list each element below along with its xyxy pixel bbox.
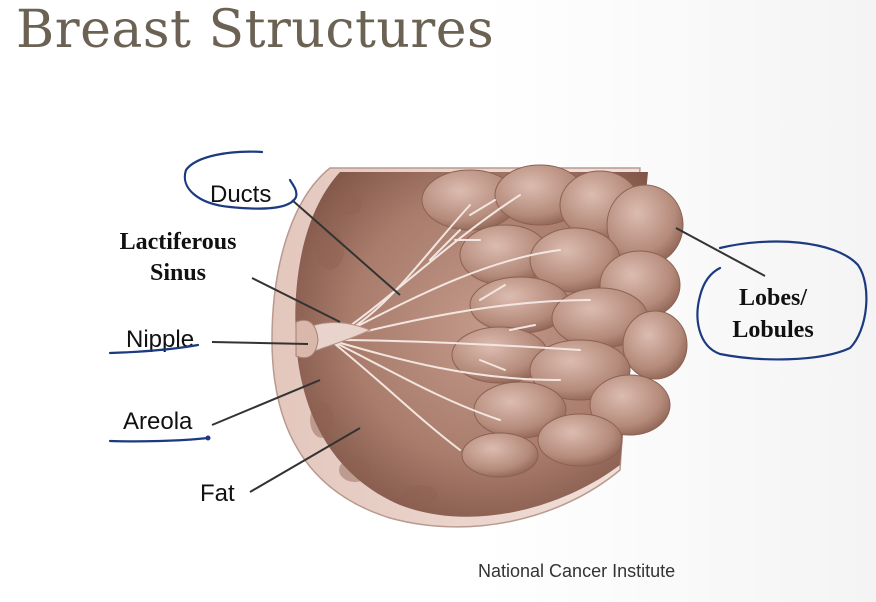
ink-dot-areola — [205, 435, 211, 441]
label-lactiferous-line1: Lactiferous — [120, 229, 237, 255]
label-areola: Areola — [123, 408, 193, 435]
ink-underline-nipple — [108, 343, 200, 355]
leader-areola — [211, 379, 321, 426]
ink-underline-areola — [108, 436, 210, 443]
label-ducts: Ducts — [210, 181, 271, 208]
leader-lactiferous — [251, 277, 341, 323]
lactiferous-sinus — [311, 322, 372, 353]
leader-fat — [249, 427, 361, 493]
label-lactiferous-line2: Sinus — [150, 260, 206, 286]
leader-lobes — [675, 227, 766, 277]
ink-circle-lobes — [696, 240, 868, 361]
label-lobes-line1: Lobes/ — [739, 285, 807, 311]
fat-texture — [310, 195, 438, 505]
label-lobes-line2: Lobules — [732, 317, 813, 343]
nipple-shape — [295, 319, 319, 359]
ink-circle-ducts — [183, 150, 298, 210]
slide-title: Breast Structures — [16, 0, 495, 60]
leader-ducts — [291, 199, 401, 296]
label-fat: Fat — [200, 480, 235, 507]
leader-nipple — [211, 341, 309, 345]
credit-text: National Cancer Institute — [478, 561, 675, 581]
